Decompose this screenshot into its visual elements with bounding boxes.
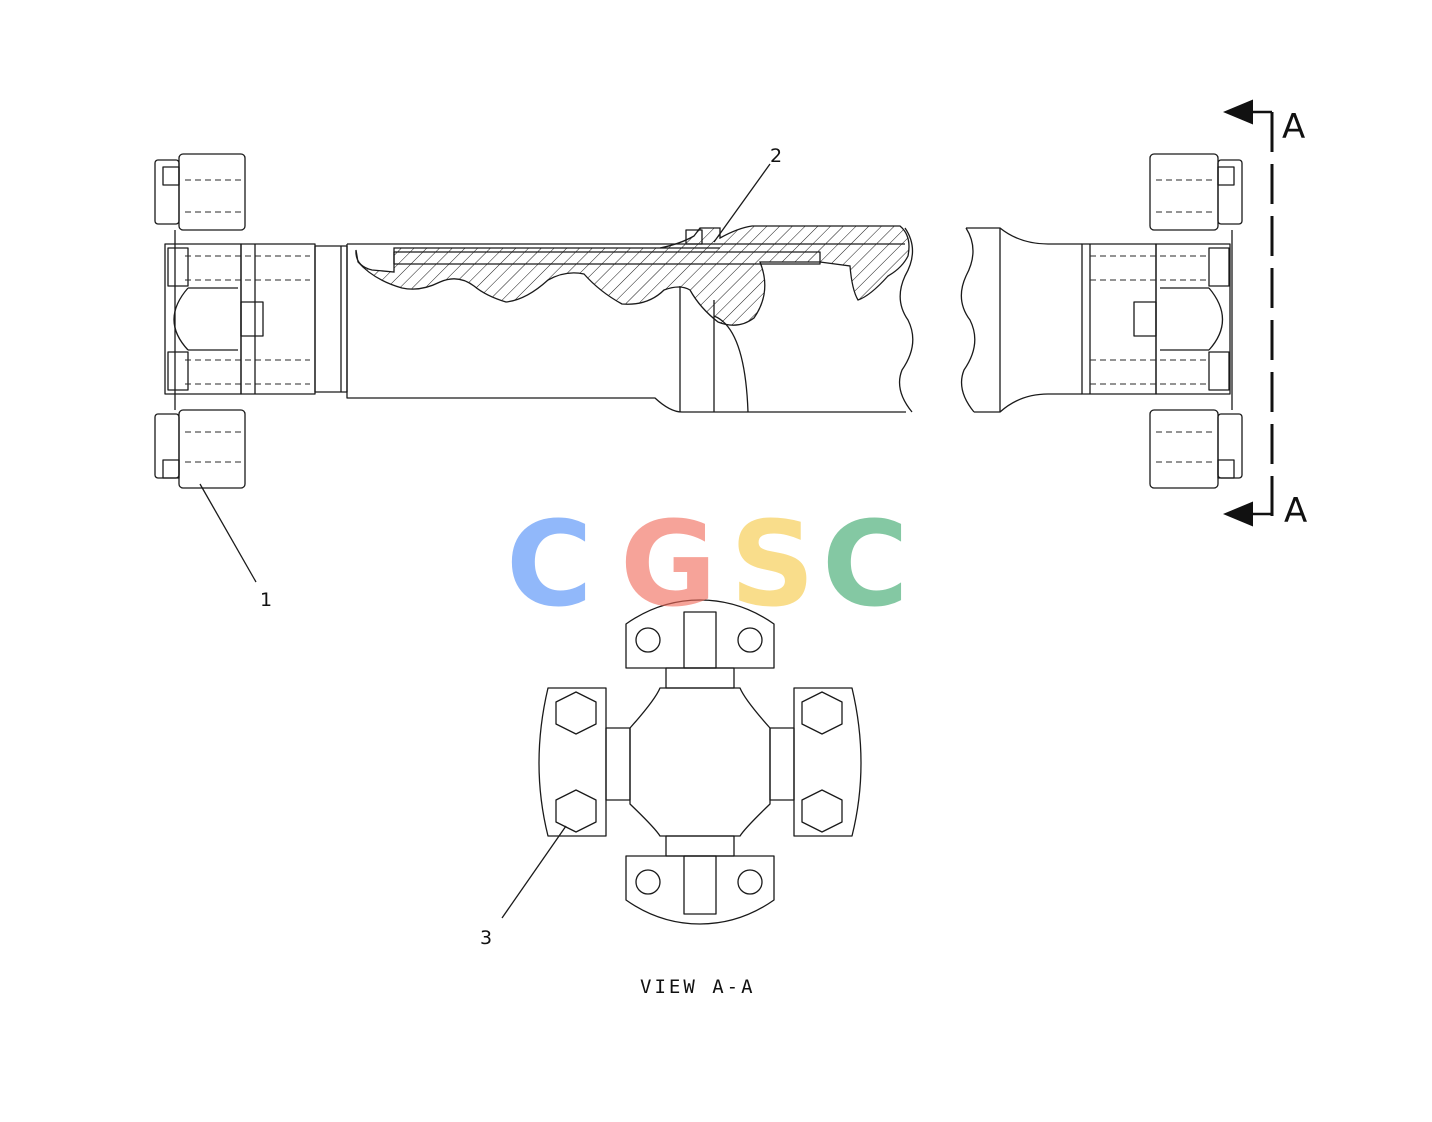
right-universal-joint — [1081, 153, 1243, 489]
watermark-letter-1: C — [506, 495, 593, 633]
callout-1: 1 — [260, 589, 272, 611]
view-a-a-label: VIEW A-A — [640, 976, 756, 998]
section-label-top: A — [1282, 107, 1305, 147]
watermark-letter-2: G — [620, 495, 717, 633]
watermark-letter-4: C — [822, 495, 909, 633]
slip-yoke-shaft — [346, 225, 1082, 413]
callout-2: 2 — [770, 145, 782, 167]
leader-line-1 — [199, 483, 257, 583]
view-a-a-cross-assembly — [538, 599, 862, 925]
section-label-bottom: A — [1284, 491, 1307, 531]
callout-3: 3 — [480, 927, 492, 949]
leader-line-2 — [713, 163, 771, 243]
watermark-letter-3: S — [730, 495, 815, 633]
leader-line-3 — [501, 825, 567, 919]
left-universal-joint — [154, 153, 348, 489]
section-line-a-a — [1223, 99, 1274, 527]
cgsc-watermark: C G S C — [506, 495, 909, 633]
